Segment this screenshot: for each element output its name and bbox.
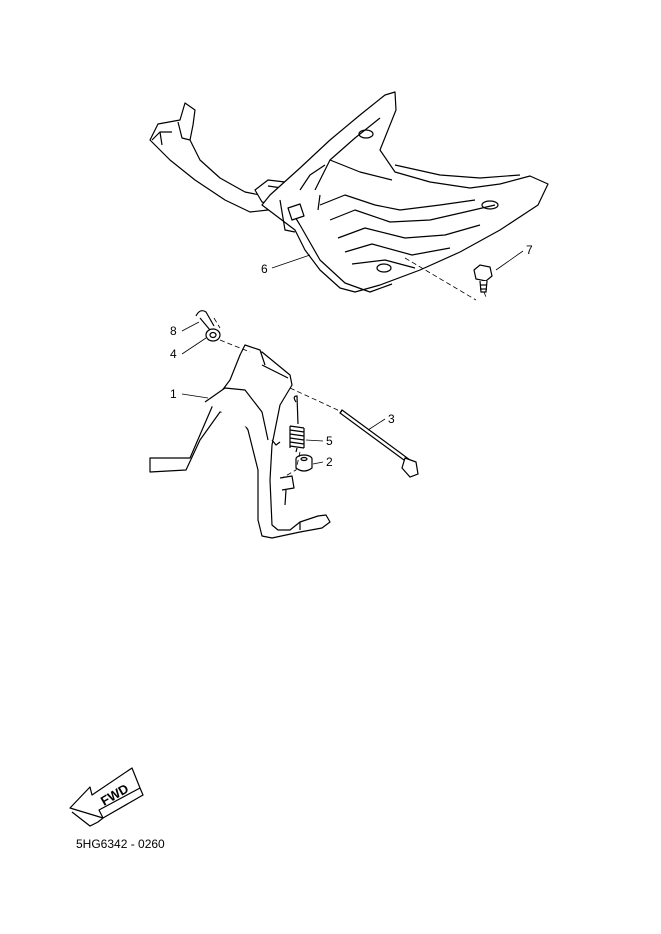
bolt-part <box>473 264 493 293</box>
part-label-2: 2 <box>326 455 333 469</box>
part-label-1: 1 <box>170 387 177 401</box>
assembly-lines <box>213 257 487 479</box>
part-label-7: 7 <box>526 243 533 257</box>
spring-part <box>289 395 305 453</box>
part-label-8: 8 <box>170 324 177 338</box>
forward-arrow-icon: FWD <box>69 767 144 827</box>
part-label-5: 5 <box>326 434 333 448</box>
leader-lines <box>181 250 524 465</box>
main-stand-part <box>149 344 331 539</box>
part-label-3: 3 <box>388 412 395 426</box>
pivot-shaft-part <box>339 409 419 478</box>
part-label-6: 6 <box>261 262 268 276</box>
washer-part <box>205 328 221 342</box>
cotter-pin-part <box>195 310 215 331</box>
document-code: 5HG6342 - 0260 <box>76 837 165 851</box>
part-label-4: 4 <box>170 347 177 361</box>
part-labels: 8 4 1 6 7 3 5 2 <box>170 243 533 469</box>
under-cover-part <box>149 91 549 293</box>
stopper-part <box>295 454 313 472</box>
